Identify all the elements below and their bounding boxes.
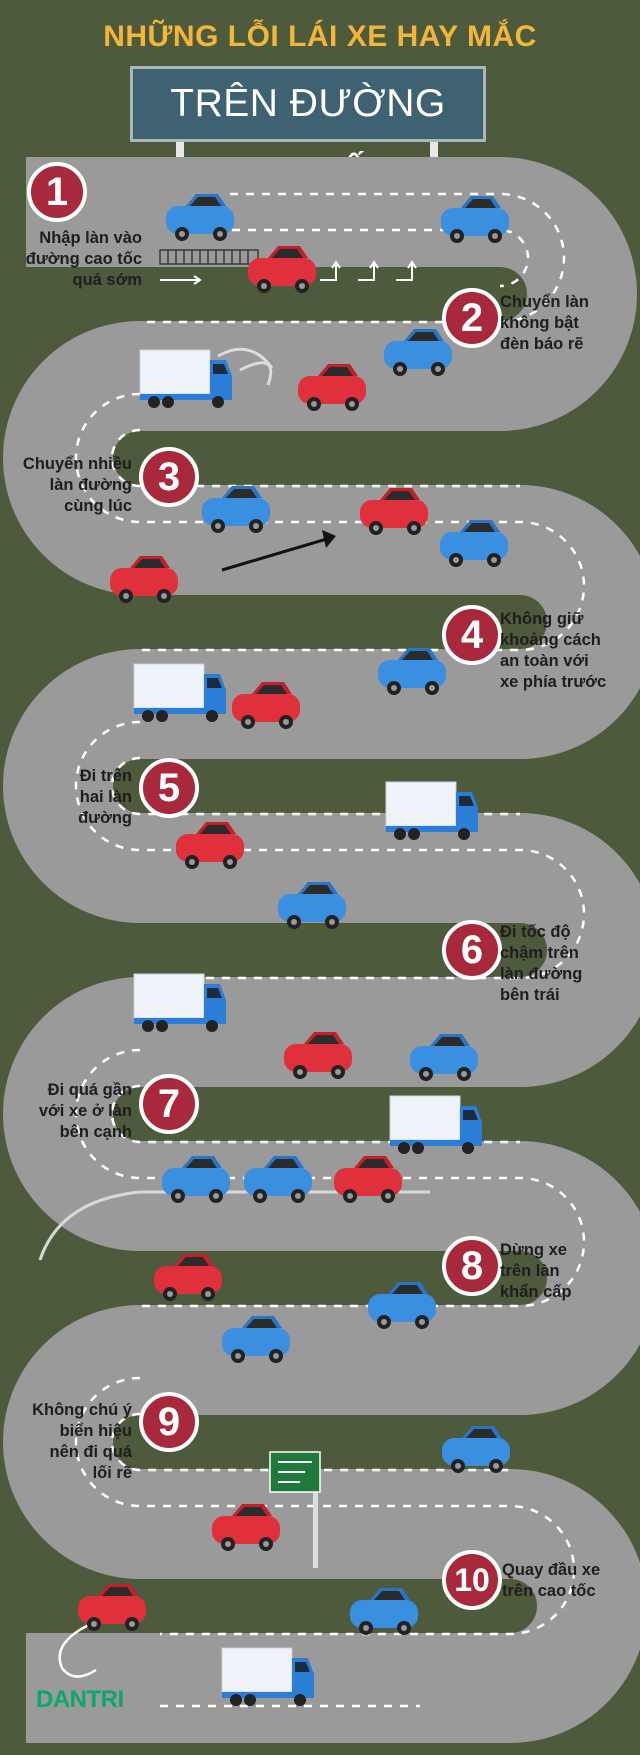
mistake-number: 10 xyxy=(454,1562,490,1598)
car-blue xyxy=(442,1426,510,1473)
mistake-caption: Đi tốc độ chậm trên làn đường bên trái xyxy=(500,923,583,1004)
mistake-caption: Không chú ý biển hiệu nên đi quá lối rẽ xyxy=(32,1401,132,1482)
mistake-number: 4 xyxy=(460,613,484,657)
mistake-number: 2 xyxy=(460,296,484,340)
mistake-number: 7 xyxy=(157,1082,181,1126)
mistake-number-badge: 3 xyxy=(139,447,199,507)
infographic-title: NHỮNG LỖI LÁI XE HAY MẮC xyxy=(103,20,537,53)
mistake-caption: Chuyển làn không bật đèn báo rẽ xyxy=(500,293,589,353)
mistake-number-badge: 4 xyxy=(442,605,502,665)
car-red xyxy=(154,1254,222,1301)
mistake-caption: Đi trên hai làn đường xyxy=(78,767,132,827)
mistake-number-badge: 8 xyxy=(442,1236,502,1296)
truck xyxy=(385,781,479,841)
dantri-logo: DANTRI xyxy=(36,1686,124,1713)
mistake-caption: Đi quá gần với xe ở làn bên cạnh xyxy=(38,1081,132,1141)
mistake-number-badge: 9 xyxy=(139,1392,199,1452)
mistake-number: 6 xyxy=(460,928,484,972)
truck xyxy=(389,1095,483,1155)
mistake-caption: Nhập làn vào đường cao tốc quá sớm xyxy=(25,229,142,289)
mistake-number-badge: 5 xyxy=(139,758,199,818)
mistake-caption: Chuyển nhiều làn đường cùng lúc xyxy=(22,455,132,515)
mistake-caption: Dừng xe trên làn khẩn cấp xyxy=(500,1241,572,1301)
car-blue xyxy=(368,1282,436,1329)
mistake-caption: Không giữ khoảng cách an toàn với xe phí… xyxy=(500,610,607,691)
mistake-number-badge: 1 xyxy=(27,162,87,222)
mistake-number: 1 xyxy=(45,170,69,214)
mistake-number-badge: 6 xyxy=(442,920,502,980)
mistake-number: 5 xyxy=(157,766,181,810)
mistake-number-badge: 2 xyxy=(442,288,502,348)
car-red xyxy=(78,1584,146,1631)
mistake-number: 3 xyxy=(157,455,181,499)
mistake-number-badge: 7 xyxy=(139,1074,199,1134)
mistake-caption: Quay đầu xe trên cao tốc xyxy=(502,1561,601,1600)
car-blue xyxy=(350,1588,418,1635)
mistake-number: 8 xyxy=(460,1244,484,1288)
mistake-number-badge: 10 xyxy=(442,1550,502,1610)
mistake-number: 9 xyxy=(157,1400,181,1444)
